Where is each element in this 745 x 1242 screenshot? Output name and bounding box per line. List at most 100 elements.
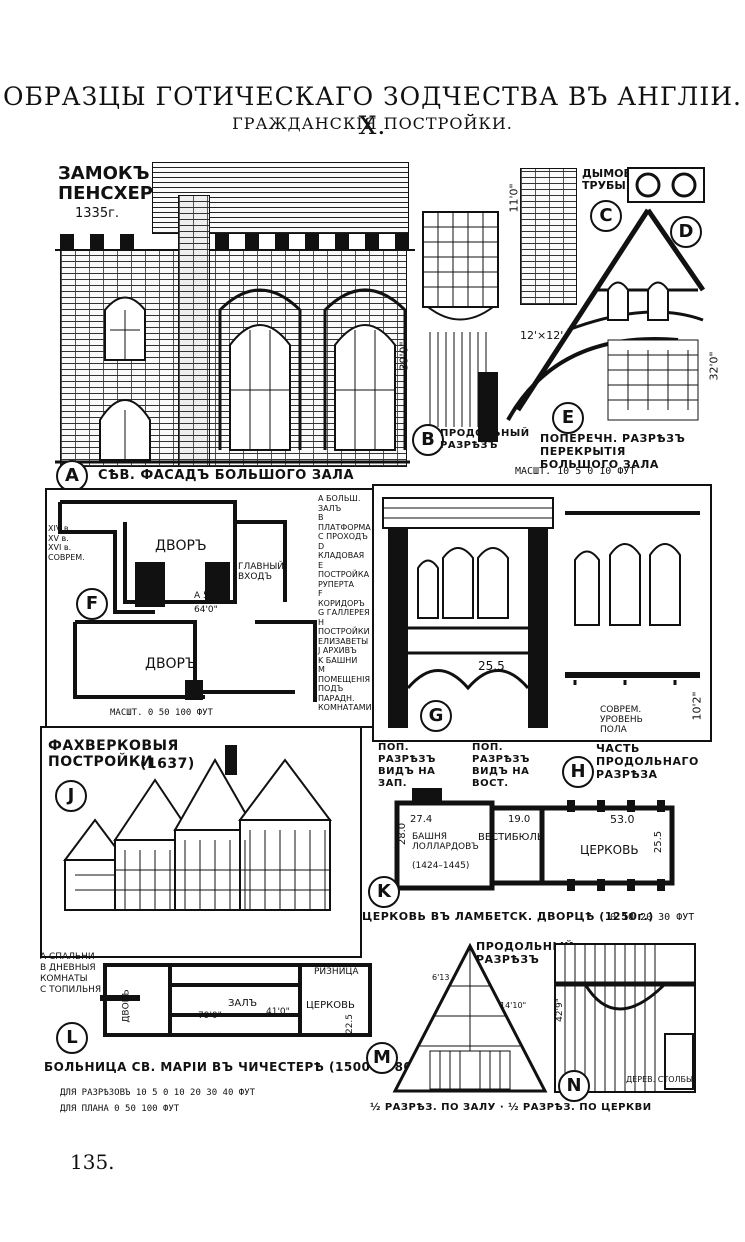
hospital-court: ДВОРЪ: [121, 989, 132, 1023]
legend-right-item: E ПОСТРОЙКА РУПЕРТА: [318, 560, 370, 589]
timber-year: (1637): [140, 756, 195, 772]
legend-left-item: XIV в.: [48, 524, 72, 533]
plan-f-dim-b: 64'0": [194, 605, 218, 615]
label-j: J: [55, 780, 87, 812]
plan-f-dim-a: A 50: [194, 591, 215, 601]
page-title: ОБРАЗЦЫ ГОТИЧЕСКАГО ЗОДЧЕСТВА ВЪ АНГЛІИ.…: [2, 82, 743, 140]
dim-613: 6'13: [432, 973, 450, 982]
label-c-chimney: C: [590, 200, 622, 232]
castle-battlements: [55, 234, 415, 251]
hospital-legend: A СПАЛЬНИ B ДНЕВНЫЯ КОМНАТЫ C ТОПИЛЬНЯ: [40, 952, 102, 996]
hospital-legend-item: A СПАЛЬНИ: [40, 952, 95, 962]
plan-f-legend-right: A БОЛЬШ. ЗАЛЪ B ПЛАТФОРМА C ПРОХОДЪ D КЛ…: [318, 494, 372, 713]
oak-posts: ДЕРЕВ. СТОЛБЫ: [626, 1075, 694, 1084]
plan-f-court1: ДВОРЪ: [155, 538, 207, 554]
legend-left-item: XV в.: [48, 533, 69, 543]
legend-right-item: M ПОМЕЩЕНІЯ ПОДЪ ПАРАДН. КОМНАТАМИ: [318, 665, 372, 712]
section-m-caption: ½ РАЗРѢЗ. ПО ЗАЛУ · ½ РАЗРѢЗ. ПО ЦЕРКВИ: [370, 1102, 652, 1113]
lambeth-vestibule: ВЕСТИБЮЛЬ: [478, 832, 544, 843]
hospital-scale-plan: ДЛЯ ПЛАНА 0 50 100 ФУТ: [60, 1104, 180, 1114]
section-g-drawing: [382, 497, 554, 728]
hospital-scale-sections: ДЛЯ РАЗРѢЗОВЪ 10 5 0 10 20 30 40 ФУТ: [60, 1088, 256, 1098]
legend-right-item: K БАШНИ: [318, 655, 358, 665]
label-n: N: [558, 1070, 590, 1102]
plan-f-legend-left: XIV в. XV в. XVI в. СОВРЕМ.: [48, 524, 85, 562]
label-d-roof: D: [670, 216, 702, 248]
plan-f-main-entry: ГЛАВНЫЙ ВХОДЪ: [238, 562, 285, 582]
timber-title: ФАХВЕРКОВЫЯ ПОСТРОЙКИ: [48, 738, 179, 770]
chimney-dim: 11'0": [507, 183, 521, 213]
hospital-length: 79'0": [198, 1011, 222, 1021]
label-k: K: [368, 876, 400, 908]
label-l: L: [56, 1022, 88, 1054]
section-m-drawing: [392, 942, 548, 1093]
hospital-width: 41'0": [266, 1007, 290, 1017]
label-g: G: [420, 700, 452, 732]
section-g-dim: 25.5: [478, 659, 505, 673]
legend-right-item: J АРХИВЪ: [318, 646, 357, 655]
castle-year: 1335г.: [75, 206, 120, 221]
lambeth-plan-walls: [394, 788, 675, 891]
castle-turret: [178, 195, 210, 467]
hospital-church: ЦЕРКОВЬ: [306, 1000, 355, 1011]
lambeth-dim2: 19.0: [508, 814, 531, 825]
dim-1410: 14'10": [500, 1001, 527, 1010]
castle-dim-height: 39'0": [397, 341, 411, 371]
plan-f-walls: [58, 500, 317, 702]
hospital-rizniza: РИЗНИЦА: [314, 967, 359, 977]
legend-right-item: C ПРОХОДЪ: [318, 532, 368, 541]
hospital-legend-item: C ТОПИЛЬНЯ: [40, 985, 102, 995]
plan-f-scale: МАСШТ. 0 50 100 ФУТ: [110, 708, 213, 718]
hospital-hall: ЗАЛЪ: [228, 998, 258, 1009]
section-h-modern-floor: СОВРЕМ. УРОВЕНЬ ПОЛА: [600, 705, 643, 735]
hospital-longitudinal: ПРОДОЛЬНЫЙ РАЗРѢЗЪ: [476, 940, 575, 966]
caption-g-left: ПОП. РАЗРѢЗЪ ВИДЪ НА ЗАП.: [378, 742, 436, 789]
castle-scale: МАСШТ. 10 5 0 10 ФУТ: [515, 466, 636, 477]
legend-right-item: F КОРИДОРЪ: [318, 589, 365, 608]
dim-12: 12'×12': [520, 329, 564, 342]
section-h-drawing: [565, 511, 700, 685]
dim-429: 42'9": [554, 998, 565, 1022]
section-b-drawing: [422, 211, 499, 442]
lambeth-dim5: 28.0: [397, 822, 409, 846]
label-e: E: [552, 402, 584, 434]
lambeth-dim4: 25.5: [653, 830, 665, 854]
label-f: F: [76, 588, 108, 620]
page-subtitle: ГРАЖДАНСКІЯ ПОСТРОЙКИ.: [232, 114, 513, 133]
legend-right-item: B ПЛАТФОРМА: [318, 513, 371, 532]
label-m: M: [366, 1042, 398, 1074]
hospital-church-dim: 22.5: [345, 1013, 356, 1035]
chimney-plan: [627, 167, 705, 203]
lambeth-tower-years: (1424–1445): [412, 861, 470, 871]
page-number: 135.: [70, 1150, 115, 1174]
section-h-dim: 10'2": [690, 691, 704, 721]
section-n-drawing: [554, 943, 696, 1093]
roof-truss-drawing: [506, 208, 706, 421]
lambeth-church: ЦЕРКОВЬ: [580, 843, 639, 857]
label-b: B: [412, 424, 444, 456]
hospital-legend-item: B ДНЕВНЫЯ КОМНАТЫ: [40, 963, 96, 984]
lambeth-dim1: 27.4: [410, 814, 433, 825]
hospital-caption: БОЛЬНИЦА СВ. МАРІИ ВЪ ЧИЧЕСТЕРѢ (1500–16…: [44, 1060, 431, 1074]
legend-right-item: G ГАЛЛЕРЕЯ: [318, 608, 370, 617]
lambeth-scale: 0 10 20 30 ФУТ: [610, 912, 695, 923]
caption-b: ПРОДОЛЬНЫЙ РАЗРѢЗЪ: [440, 428, 530, 451]
castle-windows: [55, 288, 410, 464]
caption-e: ПОПЕРЕЧН. РАЗРѢЗЪ ПЕРЕКРЫТІЯ БОЛЬШОГО ЗА…: [540, 432, 686, 471]
plan-f-court2: ДВОРЪ: [145, 656, 197, 672]
legend-right-item: H ПОСТРОЙКИ ЕЛИЗАВЕТЫ: [318, 617, 370, 646]
lambeth-dim3: 53.0: [610, 813, 635, 826]
legend-right-item: D КЛАДОВАЯ: [318, 541, 365, 561]
lambeth-tower: БАШНЯ ЛОЛЛАРДОВЪ: [412, 832, 479, 852]
label-h: H: [562, 756, 594, 788]
legend-right-item: A БОЛЬШ. ЗАЛЪ: [318, 494, 361, 513]
caption-h: ЧАСТЬ ПРОДОЛЬНАГО РАЗРѢЗА: [596, 742, 699, 781]
label-a: A: [56, 460, 88, 492]
caption-a: СѢВ. ФАСАДЪ БОЛЬШОГО ЗАЛА: [98, 468, 355, 483]
caption-g-right: ПОП. РАЗРѢЗЪ ВИДЪ НА ВОСТ.: [472, 742, 530, 789]
hospital-plan-walls: [100, 963, 372, 1037]
dim-32: 32'0": [707, 351, 721, 381]
legend-left-item: СОВРЕМ.: [48, 552, 85, 562]
timber-houses-drawing: [63, 745, 332, 911]
lambeth-caption: ЦЕРКОВЬ ВЪ ЛАМБЕТСК. ДВОРЦѢ (1250г.): [362, 910, 654, 923]
